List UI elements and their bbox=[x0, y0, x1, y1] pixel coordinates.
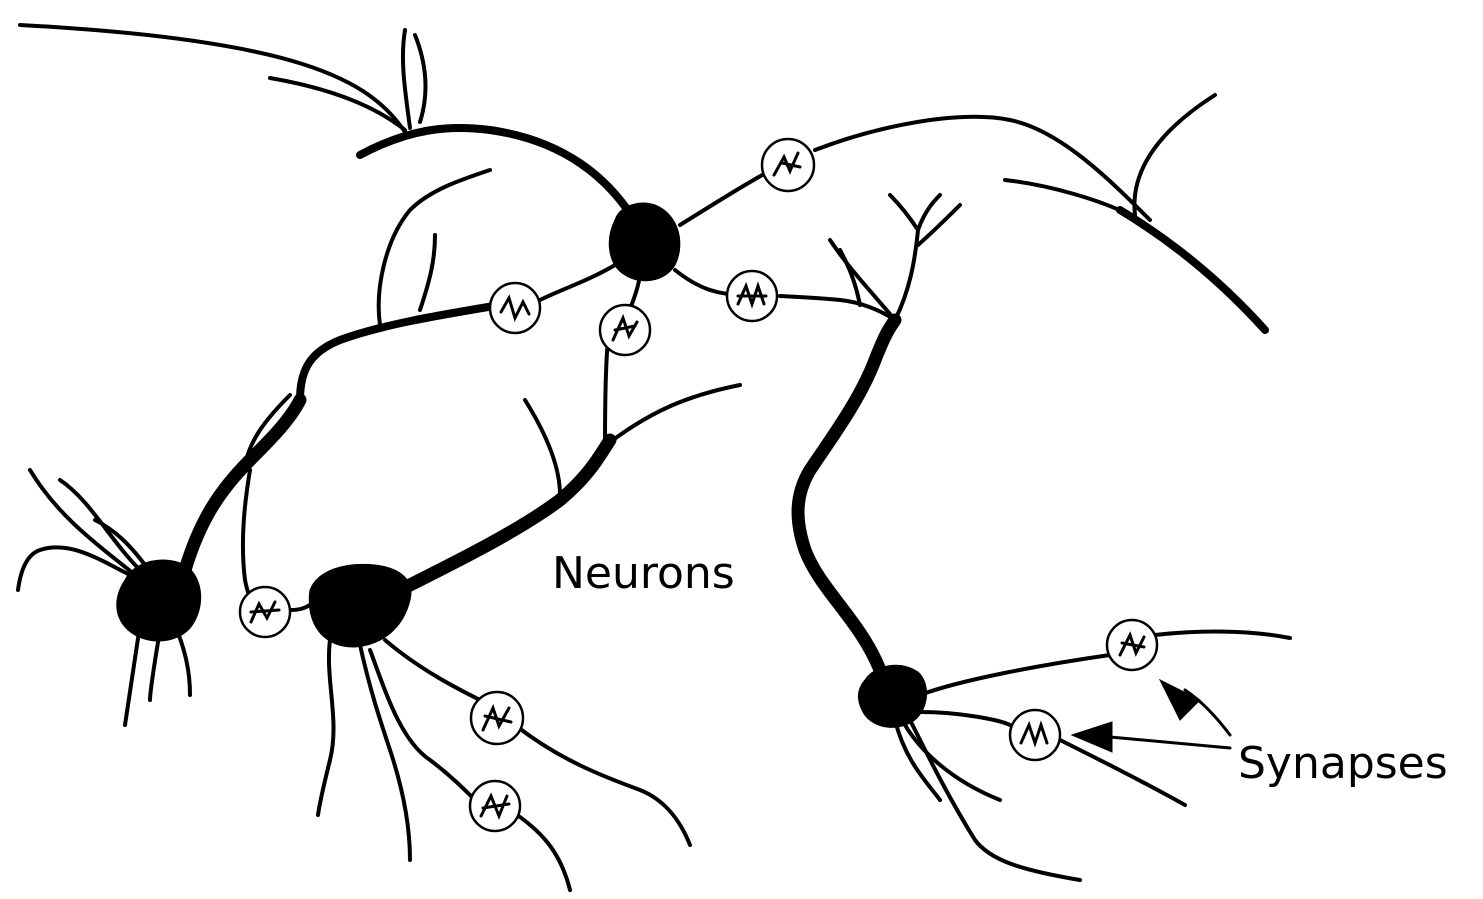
synapse-top-center-below bbox=[600, 305, 650, 355]
synapse-bottom-left-lower bbox=[470, 781, 520, 831]
synapse-top-center-left bbox=[490, 283, 540, 333]
synapse-top-center-right bbox=[727, 271, 777, 321]
synapse-arrow-lower bbox=[1072, 722, 1230, 752]
neuron-bottom-right bbox=[780, 195, 1290, 880]
synapse-mid-left bbox=[240, 587, 290, 637]
synapses-label: Synapses bbox=[1238, 738, 1448, 789]
synapse-top-right bbox=[762, 139, 814, 191]
synapse-bottom-right-lower bbox=[1010, 710, 1060, 760]
neuron-top-center bbox=[20, 25, 1265, 330]
synapse-bottom-left-upper bbox=[471, 692, 523, 744]
neuron-far-left bbox=[18, 395, 300, 725]
neuron-mid-left bbox=[290, 170, 740, 890]
synapse-arrow-upper bbox=[1160, 680, 1230, 735]
synapse-bottom-right-upper bbox=[1107, 620, 1157, 670]
neurons-label: Neurons bbox=[552, 548, 735, 599]
